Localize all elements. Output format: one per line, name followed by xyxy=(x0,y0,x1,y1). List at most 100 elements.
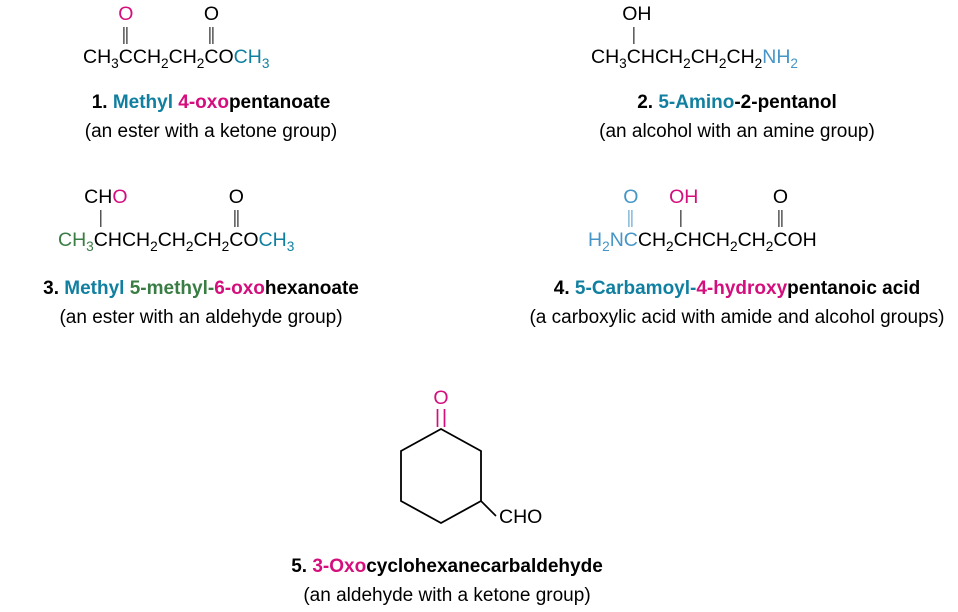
substituent-label: O xyxy=(623,185,639,208)
carbaldehyde-label: CHO xyxy=(499,506,542,528)
substituent-above: O xyxy=(203,2,220,44)
formula-atom: CH2 xyxy=(654,46,691,71)
formula-atom: CH2 xyxy=(132,46,169,71)
compound-5-description: (an aldehyde with a ketone group) xyxy=(303,585,591,606)
compound-2-caption: 2. 5-Amino-2-pentanol (an alcohol with a… xyxy=(537,88,937,146)
name-part: hexanoate xyxy=(264,278,359,299)
formula-atom: H xyxy=(687,229,702,251)
substituent-label: O xyxy=(772,185,788,208)
substituent-above: O xyxy=(118,2,134,44)
formula-atom: CH2 xyxy=(193,229,230,254)
name-part: pentanoic acid xyxy=(787,278,921,299)
substituent-above: O xyxy=(228,185,244,227)
formula-atom: CH3 xyxy=(233,46,270,71)
compound-1-name: 1. Methyl 4-oxopentanoate xyxy=(16,88,406,117)
name-part: 4-hydroxy xyxy=(696,278,788,299)
carbaldehyde-bond xyxy=(480,500,497,517)
name-part: -2-pentanol xyxy=(734,92,837,113)
formula-atom: CH2 xyxy=(168,46,205,71)
substituent-above: OH xyxy=(616,2,652,44)
compound-3-name: 3. Methyl 5-methyl-6-oxohexanoate xyxy=(1,274,401,303)
double-bond xyxy=(234,210,239,227)
formula-atom: O xyxy=(218,46,234,68)
formula-atom: CH3 xyxy=(258,229,295,254)
name-part: 3-Oxo xyxy=(312,556,367,577)
double-bond xyxy=(123,27,128,44)
name-part: 6-oxo xyxy=(214,278,265,299)
name-part: Methyl xyxy=(64,278,130,299)
compound-2-description: (an alcohol with an amine group) xyxy=(599,121,875,142)
substituent-label: O xyxy=(203,2,220,25)
compound-3-description: (an ester with an aldehyde group) xyxy=(59,307,343,328)
single-bond xyxy=(633,27,635,44)
substituent-label: CHO xyxy=(84,185,128,208)
name-part: 1. xyxy=(91,92,113,113)
name-part: 5. xyxy=(291,556,313,577)
formula-atom: CH2 xyxy=(737,229,774,254)
name-part: 5-Amino xyxy=(658,92,735,113)
formula-atom: CH2 xyxy=(690,46,727,71)
double-bond xyxy=(778,210,783,227)
compound-3-caption: 3. Methyl 5-methyl-6-oxohexanoate (an es… xyxy=(1,274,401,332)
name-part: 2. xyxy=(637,92,659,113)
compound-2-name: 2. 5-Amino-2-pentanol xyxy=(537,88,937,117)
name-part: 5-methyl- xyxy=(129,278,215,299)
name-part: 5-Carbamoyl- xyxy=(574,278,697,299)
formula-atom: CH3 xyxy=(58,229,94,254)
name-part: cyclohexanecarbaldehyde xyxy=(366,556,603,577)
formula-atom: H xyxy=(640,46,655,68)
substituent-above: O xyxy=(772,185,788,227)
substituent-label: O xyxy=(228,185,244,208)
formula-atom: O xyxy=(243,229,259,251)
name-part: 3. xyxy=(43,278,65,299)
compound-5-name: 5. 3-Oxocyclohexanecarbaldehyde xyxy=(247,552,647,581)
formula-atom: OH xyxy=(787,229,817,251)
formula-atom: CH3 xyxy=(591,46,627,71)
substituent-above: OH xyxy=(663,185,699,227)
name-part: 4. xyxy=(553,278,575,299)
formula-atom: CH2 xyxy=(121,229,158,254)
formula-atom: NH2 xyxy=(762,46,799,71)
compound-1-description: (an ester with a ketone group) xyxy=(84,121,338,142)
substituent-label: O xyxy=(118,2,134,25)
ketone-oxygen-label: O xyxy=(433,387,448,409)
formula-atom: N xyxy=(609,229,624,251)
name-part: 4-oxo xyxy=(178,92,229,113)
formula-atom: CH2 xyxy=(157,229,194,254)
formula-atom: CH3 xyxy=(83,46,119,71)
compound-4-caption: 4. 5-Carbamoyl-4-hydroxypentanoic acid (… xyxy=(507,274,958,332)
substituent-label: OH xyxy=(622,2,652,25)
compound-5-structure: O CHO xyxy=(400,387,542,528)
double-bond xyxy=(628,210,633,227)
substituent-label: OH xyxy=(669,185,699,208)
double-bond xyxy=(209,27,214,44)
single-bond xyxy=(680,210,682,227)
formula-atom: CH2 xyxy=(701,229,738,254)
substituent-above: O xyxy=(623,185,639,227)
name-part: pentanoate xyxy=(228,92,331,113)
compound-1-caption: 1. Methyl 4-oxopentanoate (an ester with… xyxy=(16,88,406,146)
cyclohexane-ring xyxy=(400,427,482,525)
name-part: Methyl xyxy=(112,92,179,113)
compound-4-name: 4. 5-Carbamoyl-4-hydroxypentanoic acid xyxy=(507,274,958,303)
formula-atom: H2 xyxy=(588,229,610,254)
compound-5-caption: 5. 3-Oxocyclohexanecarbaldehyde (an alde… xyxy=(247,552,647,610)
formula-atom: H xyxy=(107,229,122,251)
compound-4-description: (a carboxylic acid with amide and alcoho… xyxy=(529,307,945,328)
substituent-above: CHO xyxy=(74,185,128,227)
formula-atom: CH2 xyxy=(637,229,674,254)
single-bond xyxy=(100,210,102,227)
formula-atom: CH2 xyxy=(726,46,763,71)
